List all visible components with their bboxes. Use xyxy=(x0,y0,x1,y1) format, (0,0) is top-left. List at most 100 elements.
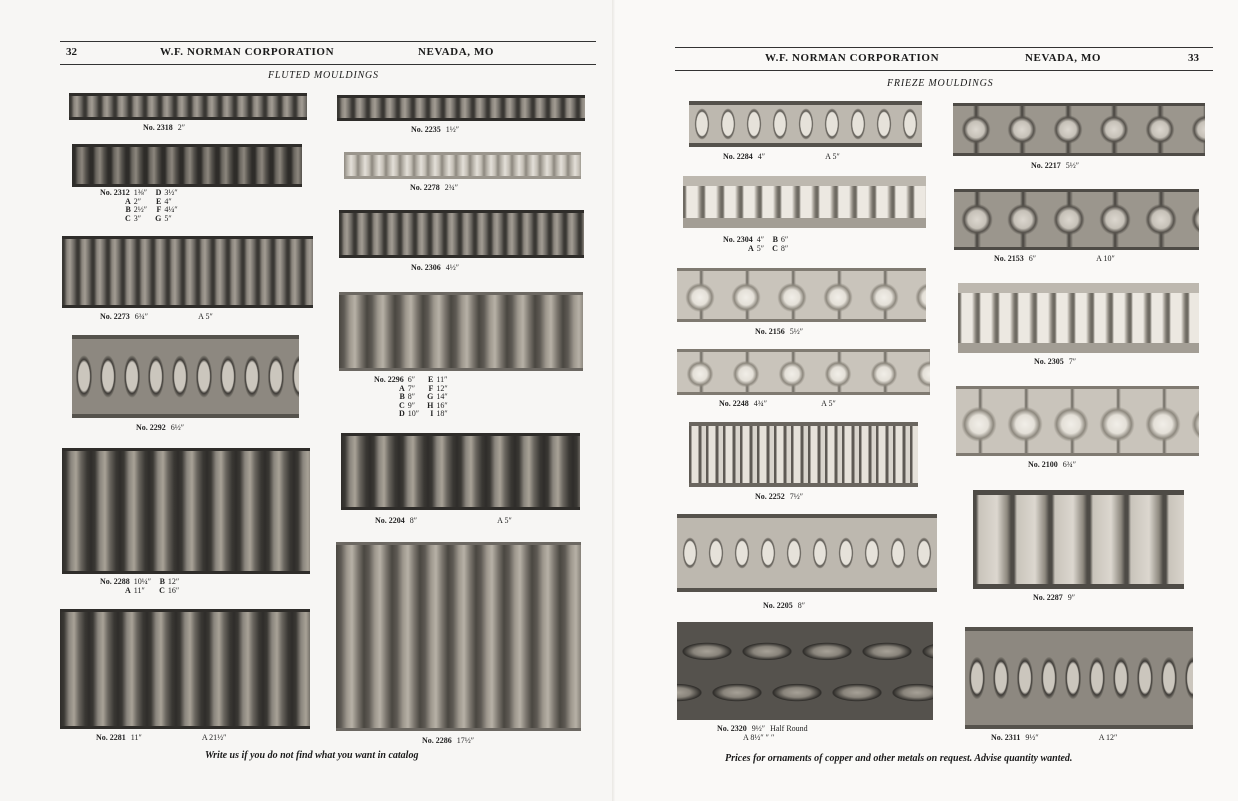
header-rule-bottom xyxy=(60,64,596,65)
item-caption: No. 2235 1½″ xyxy=(411,125,459,134)
item-caption: No. 2278 2¾″ xyxy=(410,183,458,192)
item-number: No. 2273 xyxy=(100,312,130,321)
moulding-photo xyxy=(973,490,1184,589)
section-title: FRIEZE MOULDINGS xyxy=(887,78,994,89)
section-title: FLUTED MOULDINGS xyxy=(268,70,379,81)
item-note: Half Round xyxy=(770,724,808,733)
city-name: NEVADA, MO xyxy=(1025,52,1102,64)
item-caption: No. 2248 4¾″ A 5″ xyxy=(719,399,836,408)
moulding-photo xyxy=(677,349,930,395)
item-number: No. 2100 xyxy=(1028,460,1058,469)
item-number: No. 2156 xyxy=(755,327,785,336)
item-size: 6″ xyxy=(1028,254,1037,263)
item-alt-size: A 5″ xyxy=(821,399,836,408)
item-alt-size: A 5″ xyxy=(825,152,840,161)
item-caption: No. 2156 5½″ xyxy=(755,327,803,336)
item-size: 4¾″ xyxy=(753,399,768,408)
item-size: 7½″ xyxy=(789,492,804,501)
item-number: No. 2292 xyxy=(136,423,166,432)
item-size: 5½″ xyxy=(789,327,804,336)
moulding-photo xyxy=(954,189,1199,250)
item-number: No. 2284 xyxy=(723,152,753,161)
left-page: 32 W.F. NORMAN CORPORATION NEVADA, MO FL… xyxy=(0,0,615,801)
item-size: 6¾″ xyxy=(1062,460,1077,469)
moulding-photo xyxy=(689,422,918,487)
item-number: No. 2304 xyxy=(723,235,753,244)
item-size: 4½″ xyxy=(445,263,460,272)
item-number: No. 2217 xyxy=(1031,161,1061,170)
item-number: No. 2205 xyxy=(763,601,793,610)
item-size: 1⅜″ xyxy=(133,188,148,197)
item-number: No. 2204 xyxy=(375,516,405,525)
header-rule-bottom xyxy=(675,70,1213,71)
item-size: 1½″ xyxy=(445,125,460,134)
right-page: W.F. NORMAN CORPORATION NEVADA, MO 33 FR… xyxy=(615,0,1238,801)
moulding-photo xyxy=(965,627,1193,729)
moulding-photo xyxy=(72,335,299,418)
header-rule-top xyxy=(675,47,1213,48)
moulding-photo xyxy=(69,93,307,120)
company-name: W.F. NORMAN CORPORATION xyxy=(160,46,335,58)
item-alt-size: A 12″ xyxy=(1098,733,1118,742)
moulding-photo xyxy=(677,622,933,720)
moulding-photo xyxy=(683,176,926,228)
item-number: No. 2235 xyxy=(411,125,441,134)
item-size: 7″ xyxy=(1068,357,1077,366)
item-alt-size: A 21½″ xyxy=(201,733,227,742)
page-footer: Prices for ornaments of copper and other… xyxy=(725,753,1073,764)
moulding-photo xyxy=(677,268,926,322)
page-footer: Write us if you do not find what you wan… xyxy=(205,750,419,761)
item-caption: No. 2100 6¾″ xyxy=(1028,460,1076,469)
moulding-photo xyxy=(62,236,313,308)
item-alt-size: A 8½″ ″ ″ xyxy=(743,733,775,742)
item-number: No. 2312 xyxy=(100,188,130,197)
item-number: No. 2318 xyxy=(143,123,173,132)
item-caption: No. 2273 6¾″ A 5″ xyxy=(100,312,213,321)
item-size: 6¾″ xyxy=(134,312,149,321)
item-caption: No. 2292 6½″ xyxy=(136,423,184,432)
page-number: 33 xyxy=(1188,52,1199,64)
item-caption: No. 2287 9″ xyxy=(1033,593,1075,602)
item-alt-size: A 5″ xyxy=(198,312,213,321)
item-number: No. 2278 xyxy=(410,183,440,192)
item-size: 9½″ xyxy=(751,724,766,733)
moulding-photo xyxy=(953,103,1205,156)
item-size: 6½″ xyxy=(170,423,185,432)
moulding-photo xyxy=(60,609,310,729)
item-size: 9″ xyxy=(1067,593,1076,602)
item-size: 9½″ xyxy=(1025,733,1039,742)
item-number: No. 2153 xyxy=(994,254,1024,263)
item-alt-size: A 5″ xyxy=(497,516,512,525)
item-size: 2″ xyxy=(177,123,186,132)
item-number: No. 2287 xyxy=(1033,593,1063,602)
item-size: 6″ xyxy=(407,375,416,384)
item-number: No. 2248 xyxy=(719,399,749,408)
item-size: 17½″ xyxy=(456,736,475,745)
moulding-photo xyxy=(336,542,581,731)
company-name: W.F. NORMAN CORPORATION xyxy=(765,52,940,64)
item-number: No. 2296 xyxy=(374,375,404,384)
item-size: 2¾″ xyxy=(444,183,459,192)
moulding-photo xyxy=(341,433,580,510)
moulding-photo xyxy=(339,292,583,371)
item-size: 4″ xyxy=(756,235,765,244)
item-size: 8″ xyxy=(797,601,806,610)
